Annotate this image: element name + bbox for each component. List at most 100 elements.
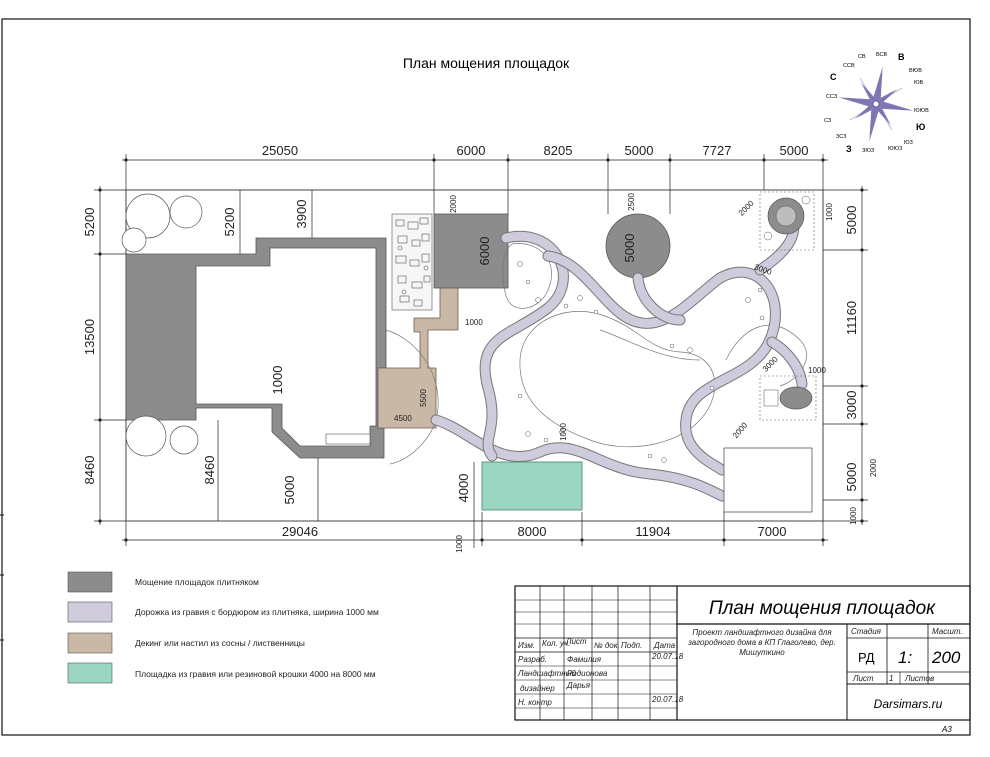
compass-label-ne: СВ (858, 54, 866, 60)
dim-inner-5000b: 5000 (282, 476, 297, 505)
right-plot (723, 447, 813, 513)
dim-inner-1000f: 1000 (808, 366, 826, 375)
dim-inner-1000b: 1000 (270, 366, 285, 395)
dim-inner-3900: 3900 (294, 200, 309, 229)
dim-top-2: 6000 (457, 143, 486, 158)
compass-label-ssw: ЮЮЗ (888, 146, 903, 152)
house-paving (125, 237, 387, 459)
house-footprint (195, 247, 377, 447)
dim-inner-5500: 5500 (419, 389, 428, 407)
dim-right-4: 5000 (844, 463, 859, 492)
tb-name3: Дарья (566, 681, 591, 690)
dim-inner-1000e: 1000 (825, 203, 834, 221)
tb-site: Darsimars.ru (874, 697, 943, 711)
dim-top-6: 5000 (780, 143, 809, 158)
dim-bottom-1: 29046 (282, 524, 318, 539)
compass-label-s: Ю (916, 122, 925, 132)
tb-stage-h: Стадия (851, 627, 882, 636)
plant-circles (121, 193, 203, 457)
gazebo-mid-right (759, 375, 817, 421)
dimension-ticks (98, 158, 864, 542)
tb-h-date: Дата (653, 641, 676, 650)
dim-inner-1000a: 1000 (465, 318, 483, 327)
dim-inner-8460: 8460 (202, 456, 217, 485)
tb-sheet-no: 1 (889, 674, 893, 683)
compass-label-n: С (830, 72, 837, 82)
compass-rose-icon: С В Ю З СВ ССВ ВСВ ЮВ ВЮВ ЮЮВ ЮЗ ЮЮЗ ЗЮЗ… (824, 52, 929, 154)
compass-label-nne: ССВ (843, 63, 855, 69)
compass-label-ene: ВСВ (876, 52, 887, 58)
legend-label-decking: Декинг или настил из сосны / лиственницы (135, 638, 305, 648)
dim-top-1: 25050 (262, 143, 298, 158)
tb-nkontr: Н. контр (518, 698, 552, 707)
title-block-text: План мощения площадок Изм. Кол. уч. Лист… (517, 598, 963, 734)
dim-top-4: 5000 (625, 143, 654, 158)
tb-designer: дизайнер (520, 684, 555, 693)
dim-top-5: 7727 (703, 143, 732, 158)
dim-left-2: 13500 (82, 319, 97, 355)
legend-label-paving: Мощение площадок плитняком (135, 577, 259, 587)
dim-inner-2000a: 2000 (449, 195, 458, 213)
legend-label-gravel: Дорожка из гравия с бордюром из плитняка… (135, 607, 379, 617)
dim-inner-1000c: 1000 (559, 423, 568, 441)
title-block-title: План мощения площадок (709, 598, 936, 619)
legend-label-playground: Площадка из гравия или резиновой крошки … (135, 669, 376, 679)
path-pebbles (517, 261, 765, 463)
dim-inner-2500: 2500 (627, 193, 636, 211)
dim-inner-4500: 4500 (394, 414, 412, 423)
compass-label-nnw: ССЗ (826, 94, 838, 100)
tb-landsh: Ландшафтный (517, 669, 576, 678)
legend-swatch-gravel (67, 601, 113, 623)
tb-date2: 20.07.18 (651, 695, 684, 704)
dim-right-5: 1000 (849, 507, 858, 525)
tb-h-list: Лист (565, 637, 587, 646)
legend-swatch-decking (67, 632, 113, 654)
tb-format: А3 (941, 725, 952, 734)
legend: Мощение площадок плитняком Дорожка из гр… (67, 571, 379, 684)
compass-label-sw: ЮЗ (904, 140, 914, 146)
dim-bottom-3: 11904 (635, 524, 670, 539)
planting-stones (391, 213, 433, 311)
dim-top-3: 8205 (544, 143, 573, 158)
dim-inner-5000c: 5000 (622, 234, 637, 263)
playground-area (481, 461, 583, 511)
dim-bottom-4: 7000 (758, 524, 787, 539)
tb-h-kol: Кол. уч. (542, 639, 570, 648)
tb-scale-h: Масшт. (932, 627, 963, 636)
tb-sheets-h: Листов (904, 674, 934, 683)
legend-swatch-paving (67, 571, 113, 593)
compass-label-nw: СЗ (824, 118, 832, 124)
tb-scale: 200 (931, 648, 961, 667)
gazebo-top-right (759, 191, 815, 251)
compass-label-wnw: ЗСЗ (836, 134, 847, 140)
tb-stage: РД (858, 650, 875, 665)
compass-label-sse: ЮЮВ (914, 108, 929, 114)
dim-inner-1000d: 1000 (455, 535, 464, 553)
compass-label-e: В (898, 52, 905, 62)
tb-name1: Фамилия (567, 655, 602, 664)
tb-h-izm: Изм. (518, 641, 535, 650)
gravel-paths (430, 208, 808, 502)
dim-inner-4000: 4000 (456, 474, 471, 503)
tb-h-doc: № док. (594, 641, 620, 650)
compass-label-se: ЮВ (914, 80, 924, 86)
dim-right-1: 5000 (844, 206, 859, 235)
tb-name2: Родионова (567, 669, 608, 678)
title-block (514, 585, 971, 721)
compass-label-ese: ВЮВ (909, 68, 922, 74)
compass-label-wsw: ЗЮЗ (862, 148, 875, 154)
dim-left-1: 5200 (82, 208, 97, 237)
tb-project: Проект ландшафтного дизайна для загородн… (688, 628, 836, 657)
dim-bottom-2: 8000 (518, 524, 547, 539)
dim-left-3: 8460 (82, 456, 97, 485)
paving-circle (605, 213, 671, 279)
tb-date1: 20.07.18 (651, 652, 684, 661)
tb-sheet-h: Лист (852, 674, 874, 683)
tb-h-podp: Подп. (621, 641, 642, 650)
plan-title: План мощения площадок (403, 55, 570, 71)
dim-inner-2000c: 2000 (731, 420, 750, 440)
compass-label-w: З (846, 144, 852, 154)
dim-inner-5200: 5200 (222, 208, 237, 237)
